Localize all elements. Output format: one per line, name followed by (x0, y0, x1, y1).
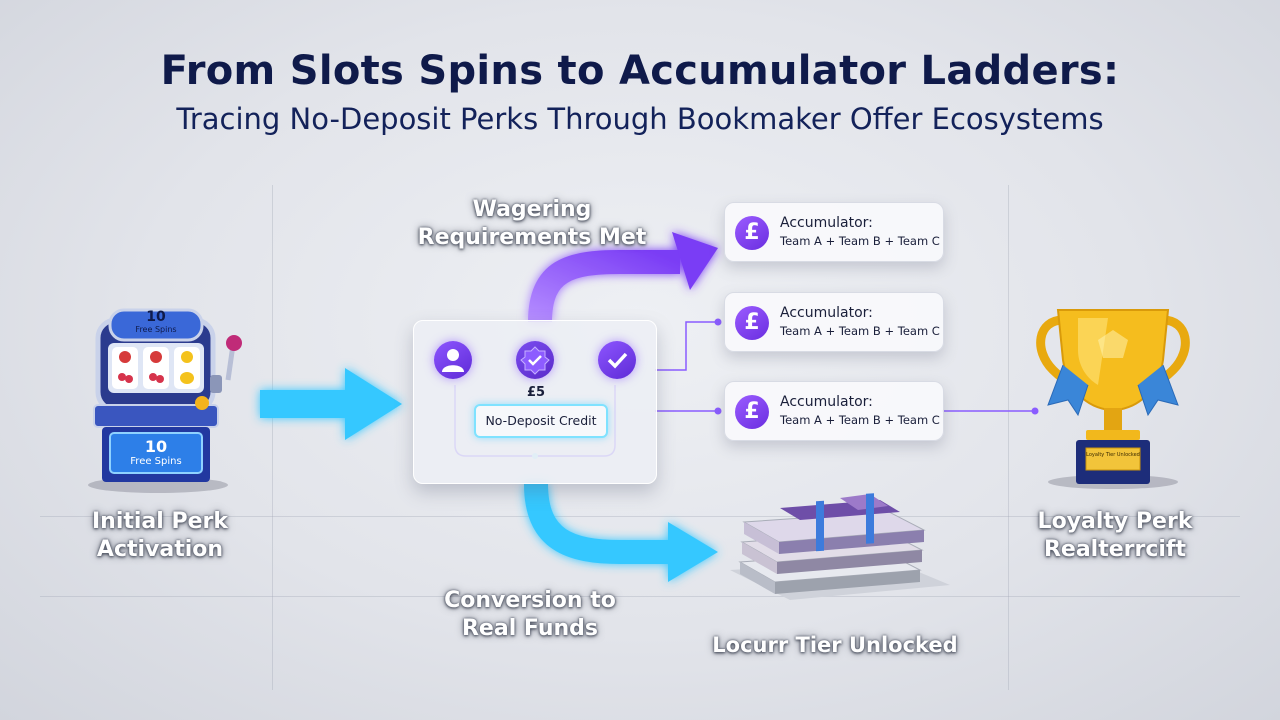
wagering-label: Wagering Requirements Met (412, 196, 652, 251)
conversion-line2: Real Funds (461, 615, 598, 641)
accumulator-teams: Team A + Team B + Team C (780, 324, 940, 338)
no-deposit-hub: £5 No-Deposit Credit (413, 320, 657, 484)
tier-unlocked-label: Locurr Tier Unlocked (712, 633, 958, 657)
no-deposit-credit-pill: No-Deposit Credit (474, 404, 608, 438)
slot-machine-image (88, 308, 242, 493)
grid-line-h1 (40, 516, 1240, 517)
connector-to-acc2 (655, 321, 718, 371)
initial-perk-line2: Activation (96, 536, 224, 562)
user-icon (434, 341, 472, 379)
verified-badge-icon (516, 341, 554, 379)
slot-top-text: Free Spins (135, 325, 177, 334)
wagering-line2: Requirements Met (417, 224, 647, 250)
grid-line-v2 (1008, 185, 1009, 690)
page-title: From Slots Spins to Accumulator Ladders: (160, 48, 1120, 94)
page-subtitle: Tracing No-Deposit Perks Through Bookmak… (176, 102, 1104, 136)
activation-arrow (260, 368, 402, 440)
grid-line-v1 (272, 185, 273, 690)
accumulator-title: Accumulator: (780, 394, 873, 410)
check-icon (598, 341, 636, 379)
pound-icon: £ (735, 395, 769, 429)
loyalty-line2: Realterrcift (1043, 536, 1187, 562)
credit-amount: £5 (526, 385, 546, 400)
loyalty-line1: Loyalty Perk (1037, 509, 1193, 534)
loyalty-perk-label: Loyalty Perk Realterrcift (1010, 508, 1220, 563)
trophy-plaque: Loyalty Tier Unlocked (1086, 452, 1140, 458)
accumulator-teams: Team A + Team B + Team C (780, 413, 940, 427)
accumulator-card-2: £ Accumulator: Team A + Team B + Team C (724, 292, 944, 352)
accumulator-title: Accumulator: (780, 305, 873, 321)
grid-line-h2 (40, 596, 1240, 597)
slot-bottom-text: Free Spins (130, 456, 182, 467)
initial-perk-label: Initial Perk Activation (70, 508, 250, 563)
accumulator-card-1: £ Accumulator: Team A + Team B + Team C (724, 202, 944, 262)
initial-perk-line1: Initial Perk (91, 509, 229, 534)
conversion-line1: Conversion to (444, 588, 616, 613)
pound-icon: £ (735, 216, 769, 250)
slot-bottom-number: 10 (144, 437, 168, 456)
pound-icon: £ (735, 306, 769, 340)
accumulator-title: Accumulator: (780, 215, 873, 231)
conversion-arrow (524, 483, 718, 582)
slot-top-number: 10 (146, 309, 166, 325)
conversion-label: Conversion to Real Funds (420, 587, 640, 642)
wagering-line1: Wagering (472, 197, 592, 222)
accumulator-card-3: £ Accumulator: Team A + Team B + Team C (724, 381, 944, 441)
cash-stack-image (730, 493, 950, 600)
accumulator-teams: Team A + Team B + Team C (780, 234, 940, 248)
trophy-image (1036, 309, 1190, 489)
wagering-arrow (528, 232, 718, 323)
